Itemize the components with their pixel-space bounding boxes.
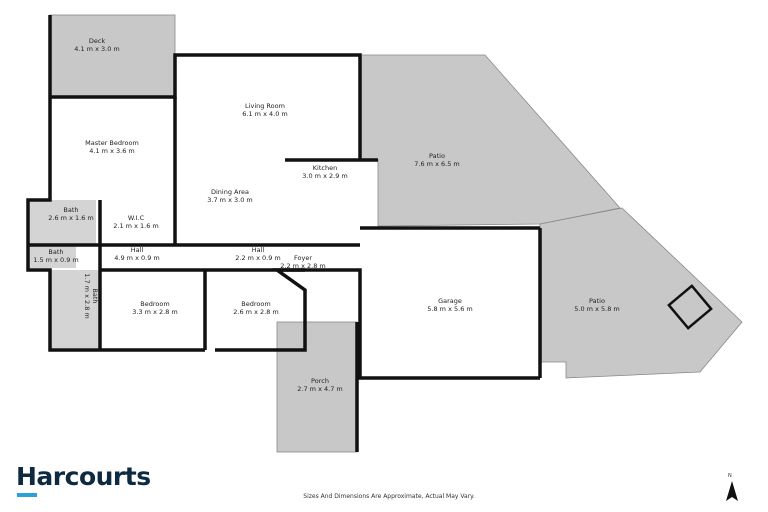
patio-side-area xyxy=(539,207,743,379)
bath-main-area xyxy=(28,200,96,244)
north-label: N xyxy=(728,473,732,479)
garage-area xyxy=(360,228,540,378)
bath-ensuite-area xyxy=(50,270,100,348)
bath-small-area xyxy=(28,245,76,268)
deck-area xyxy=(49,14,176,98)
outer-wall xyxy=(50,53,362,160)
patio-main-area xyxy=(359,54,621,227)
disclaimer-text: Sizes And Dimensions Are Approximate, Ac… xyxy=(303,493,475,500)
north-arrow-icon: N xyxy=(724,473,740,503)
brand-logo-accent xyxy=(17,493,37,497)
brand-logo: Harcourts xyxy=(16,462,151,491)
porch-area xyxy=(276,321,358,453)
floor-plan xyxy=(26,14,743,453)
outdoor-structure xyxy=(667,284,713,330)
outer-wall xyxy=(26,15,205,352)
